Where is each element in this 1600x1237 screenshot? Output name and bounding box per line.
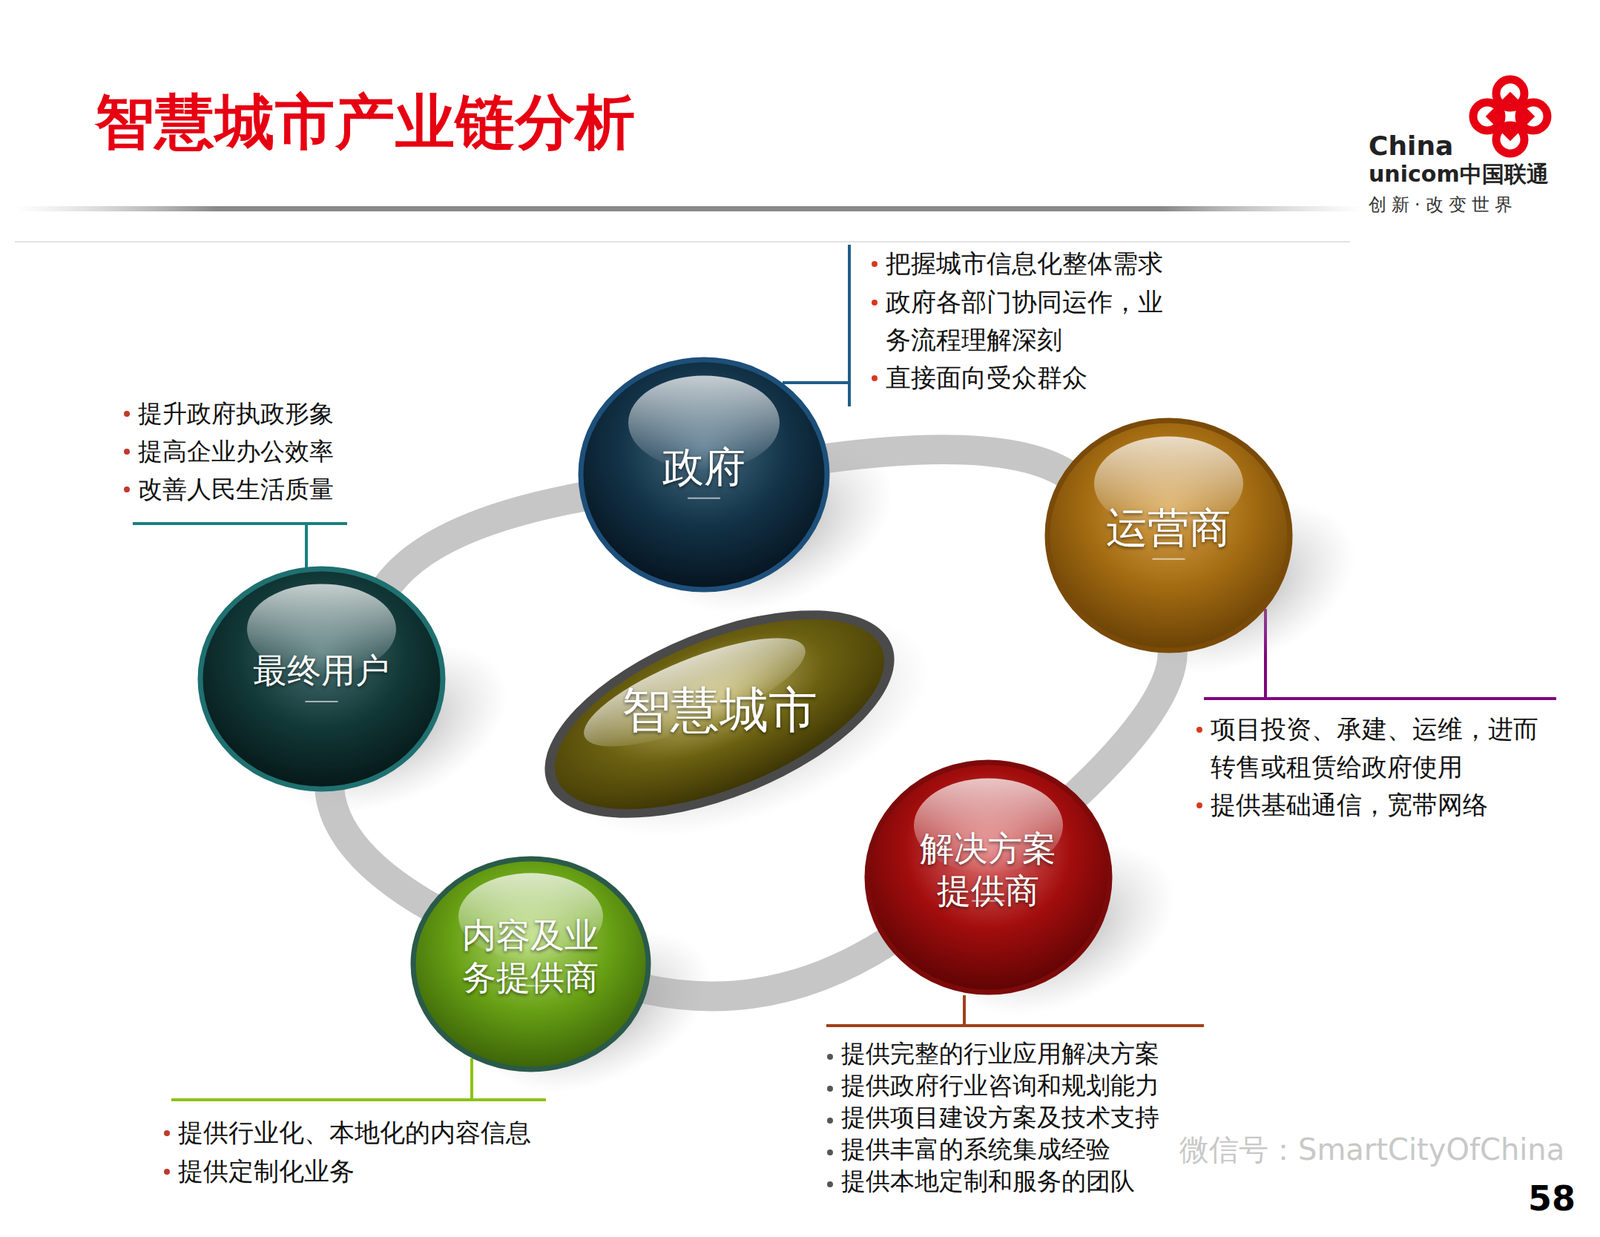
- sphere-node: 最终用户: [197, 565, 446, 793]
- center-ellipse: 智慧城市: [526, 603, 913, 826]
- node-label: 内容及业 务提供商: [456, 914, 605, 1000]
- callout-text: 把握城市信息化整体需求: [867, 244, 1172, 283]
- node-label: 最终用户: [252, 649, 390, 693]
- callout-text: 提供行业化、本地化的内容信息: [160, 1114, 576, 1152]
- callout-text: 提高企业办公效率: [120, 433, 365, 471]
- callout-text: 提供项目建设方案及技术支持: [823, 1102, 1180, 1135]
- sphere-node: 运营商: [1044, 417, 1293, 654]
- ring-connector: [387, 496, 584, 587]
- ring-connector: [1074, 650, 1172, 797]
- node-label: 政府: [662, 441, 746, 494]
- leader-lines: [132, 244, 1557, 1101]
- callout-text: 政府各部门协同运作，业 务流程理解深刻: [867, 283, 1172, 360]
- node-label: 智慧城市: [621, 680, 818, 742]
- watermark: 微信号：SmartCityOfChina: [1179, 1127, 1565, 1172]
- callout-text: 提供丰富的系统集成经验: [823, 1134, 1150, 1167]
- unicom-logo: [1473, 79, 1548, 154]
- callout-text: 提供政府行业咨询和规划能力: [823, 1070, 1180, 1103]
- node-label: 运营商: [1105, 502, 1231, 555]
- callout-text: 提供完整的行业应用解决方案: [823, 1038, 1180, 1071]
- callout-text: 项目投资、承建、运维，进而 转售或租赁给政府使用: [1192, 710, 1551, 787]
- callout-text: 提供基础通信，宽带网络: [1192, 786, 1551, 825]
- callout-text: 提升政府执政形象: [120, 395, 365, 433]
- callout-text: 提供本地定制和服务的团队: [823, 1166, 1180, 1198]
- callout-text: 提供定制化业务: [160, 1152, 576, 1191]
- page-number: 58: [1528, 1173, 1576, 1225]
- slide-title: 智慧城市产业链分析: [94, 83, 636, 164]
- sphere-node: 内容及业 务提供商: [410, 856, 652, 1073]
- callout-text: 改善人民生活质量: [120, 471, 365, 509]
- node-label: 解决方案 提供商: [913, 827, 1063, 914]
- logo-slogan: 创新·改变世界: [1368, 191, 1518, 219]
- logo-text: China: [1368, 126, 1454, 167]
- logo-text: unicom中国联通: [1368, 157, 1549, 191]
- sphere-node: 解决方案 提供商: [864, 759, 1113, 996]
- callout-text: 直接面向受众群众: [867, 359, 1172, 397]
- sphere-node: 政府: [577, 356, 831, 593]
- title-thin-line: [14, 241, 1351, 243]
- title-underline: [14, 206, 1365, 212]
